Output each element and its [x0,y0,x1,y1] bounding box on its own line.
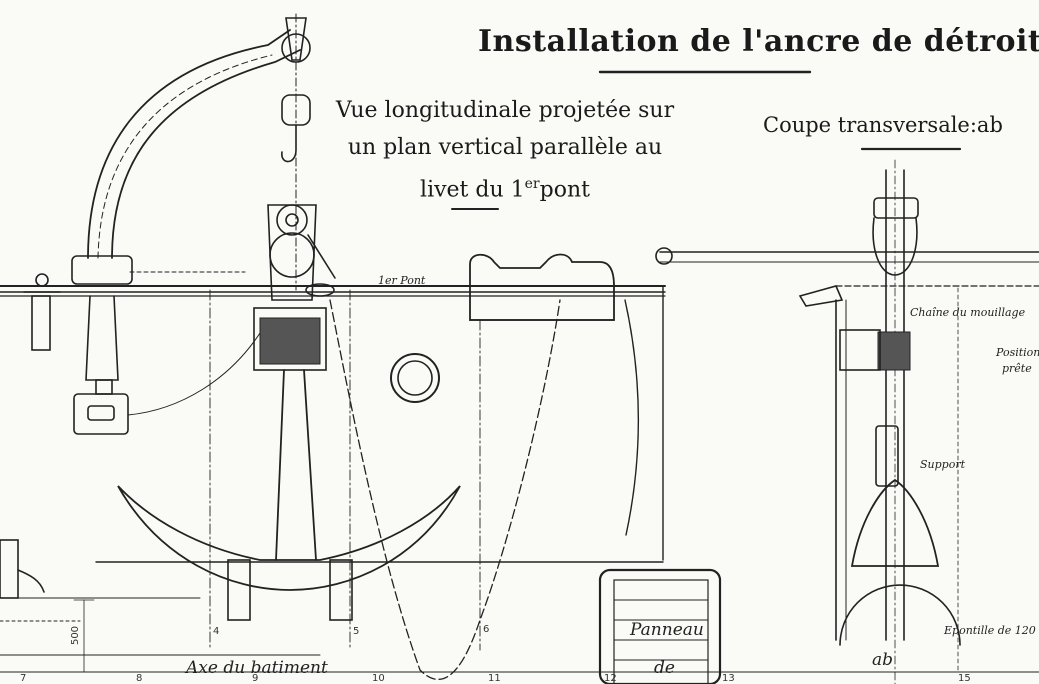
frame-number: 15 [958,673,971,684]
frame-number: 4 [213,626,220,637]
longitudinal-view-caption: Vue longitudinale projetée sur un plan v… [330,92,680,208]
frame-number: 12 [604,673,617,684]
frame-number: 5 [353,626,360,637]
caption-line-1: Vue longitudinale projetée sur [335,98,675,123]
frame-number: 8 [136,673,143,684]
transverse-section-title: Coupe transversale:ab [763,113,1003,137]
deck-fitting [23,273,61,351]
transverse-section [655,159,1039,684]
caption-line-3-prefix: livet du 1 [420,177,525,203]
hook-tackle [267,13,336,301]
section-ab-label: ab [872,650,894,670]
position-label: Position [996,346,1039,359]
drawing-title: Installation de l'ancre de détroit [478,24,1039,59]
hull-plating [0,285,1039,673]
frame-number: 11 [488,673,501,684]
caption-line-3: livet du 1erpont [330,166,680,208]
hatch [598,568,722,684]
frame-number: 9 [252,673,259,684]
left-detail [0,539,45,599]
stanchion-label: Epontille de 120 % [944,624,1039,637]
mooring-bitt [469,253,615,321]
axis-label: Axe du batiment [186,658,328,678]
chain-curve [624,299,639,536]
frame-number: 6 [483,624,490,635]
caption-line-3-sup: er [524,176,540,192]
dimension-label: 500 [70,625,82,646]
support-label: Support [920,458,966,471]
porthole [390,353,440,403]
swing-path [329,299,561,680]
ready-label: prête [1002,362,1032,375]
frame-lines [209,289,481,651]
frame-number: 13 [722,673,735,684]
anchor [117,307,461,621]
hatch-label: Panneau [630,620,704,640]
caption-line-2: un plan vertical parallèle au [347,135,663,160]
davit [71,29,301,435]
hatch-de-label: de [654,658,675,678]
dimension-marks [73,599,95,673]
caption-line-3-suffix: pont [539,177,590,203]
frame-number: 7 [20,673,27,684]
frame-number: 10 [372,673,385,684]
deck-label: 1er Pont [378,274,426,287]
chain-label: Chaîne du mouillage [910,306,1026,319]
